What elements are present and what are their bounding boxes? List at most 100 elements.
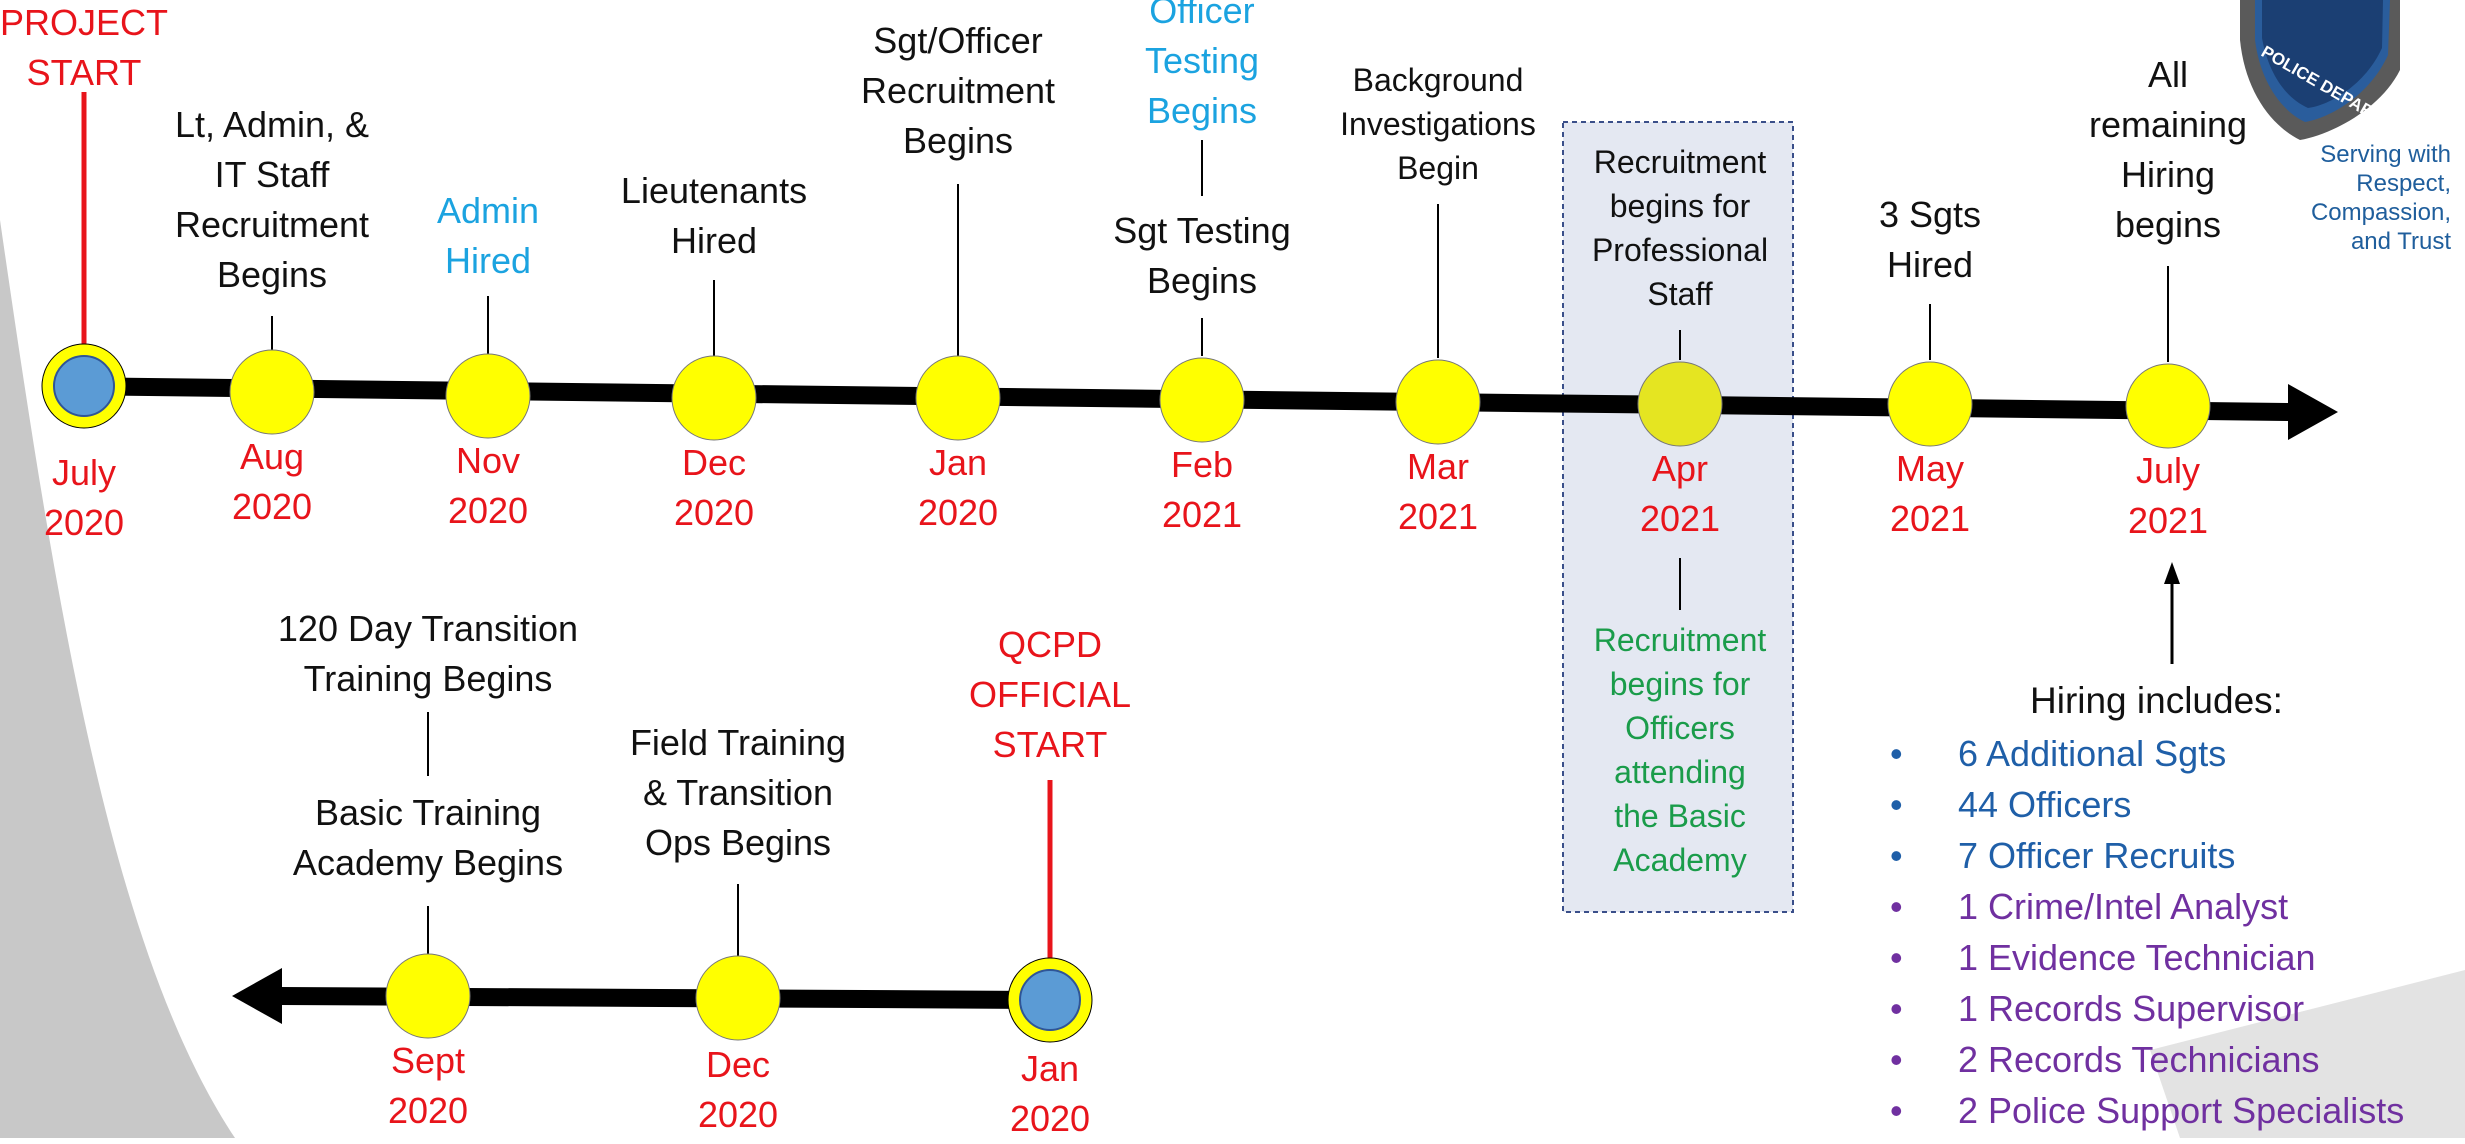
main-timeline-arrowhead <box>2288 384 2338 440</box>
milestone-below-label-line: begins for <box>1609 666 1751 702</box>
hiring-item-text: 1 Crime/Intel Analyst <box>1958 886 2289 927</box>
bullet-icon: • <box>1890 886 1903 927</box>
lower-timeline-arrowhead <box>232 968 282 1024</box>
hiring-list-item: • 44 Officers <box>1890 779 2404 830</box>
hiring-list-item: •2 Police Support Specialists <box>1890 1085 2404 1136</box>
milestone-date-line: 2020 <box>1009 1098 1091 1139</box>
milestone-below-label-line: Academy <box>1613 842 1747 878</box>
milestone-date-line: July <box>51 452 117 493</box>
gray-swoosh-shape <box>0 220 235 1138</box>
bullet-icon: • <box>1890 937 1903 978</box>
milestone-date-line: July <box>2135 450 2201 491</box>
milestone-date-line: 2020 <box>447 490 529 531</box>
milestone-label-line: 3 Sgts <box>1878 194 1982 235</box>
milestone-label-line: Field Training <box>629 722 847 763</box>
milestone-label-line: Hired <box>444 240 532 281</box>
milestone-date-line: 2021 <box>1161 494 1243 535</box>
hiring-list-item: •2 Records Technicians <box>1890 1034 2404 1085</box>
hiring-title: Hiring includes: <box>2030 680 2283 721</box>
bullet-icon: • <box>1890 835 1903 876</box>
milestone-date-line: Jan <box>928 442 988 483</box>
milestone-label-line: begins for <box>1609 188 1751 224</box>
milestone-label-line: Begins <box>1146 260 1258 301</box>
hiring-item-text: 7 Officer Recruits <box>1958 835 2236 876</box>
milestone-date-line: 2020 <box>43 502 125 543</box>
milestone-date-line: 2020 <box>697 1094 779 1135</box>
motto-line: and Trust <box>2350 228 2451 255</box>
milestone-date-line: Dec <box>705 1044 771 1085</box>
motto-line: Compassion, <box>2310 199 2451 226</box>
milestone-marker <box>2125 363 2211 449</box>
milestone-date-line: Sept <box>390 1040 466 1081</box>
hiring-pointer-arrowhead <box>2164 562 2180 584</box>
milestone-label-line: Hiring <box>2120 154 2216 195</box>
milestone-date-line: Nov <box>455 440 521 481</box>
milestone-date: July 2020 <box>44 448 124 548</box>
hiring-item-text: 2 Police Support Specialists <box>1958 1090 2405 1131</box>
hiring-list-item: •1 Evidence Technician <box>1890 932 2404 983</box>
milestone-marker-inner <box>1019 969 1081 1031</box>
milestone-label-line: Ops Begins <box>644 822 832 863</box>
milestone-date-line: 2021 <box>1397 496 1479 537</box>
milestone-extra-label-line: Testing <box>1144 40 1260 81</box>
hiring-item-text: 44 Officers <box>1958 784 2132 825</box>
milestone-date: Feb 2021 <box>1162 440 1242 540</box>
milestone-date-line: Aug <box>239 436 305 477</box>
milestone-label-line: Admin <box>436 190 540 231</box>
milestone-below-label-line: the Basic <box>1614 798 1746 834</box>
milestone-date: May 2021 <box>1890 444 1970 544</box>
milestone-label-line: Recruitment <box>860 70 1056 111</box>
milestone-extra-label-line: Officer <box>1149 0 1255 31</box>
milestone-date-line: 2020 <box>673 492 755 533</box>
milestone-label-line: Basic Training <box>314 792 542 833</box>
bullet-icon: • <box>1890 784 1903 825</box>
milestone-date-line: 2021 <box>1889 498 1971 539</box>
milestone-label-line: Begin <box>1397 150 1479 186</box>
milestone-date-line: May <box>1895 448 1964 489</box>
milestone-label-line: Staff <box>1647 276 1713 312</box>
milestone-label-line: PROJECT <box>0 2 169 43</box>
milestone-label-line: Sgt Testing <box>1113 210 1291 251</box>
milestone-marker <box>671 355 757 441</box>
hiring-list-item: •1 Records Supervisor <box>1890 983 2404 1034</box>
hiring-item-text: 6 Additional Sgts <box>1958 733 2227 774</box>
milestone-below-label-line: Recruitment <box>1593 622 1767 658</box>
hiring-list-item: • 1 Crime/Intel Analyst <box>1890 881 2404 932</box>
milestone-date-line: 2020 <box>917 492 999 533</box>
hiring-list-item: •6 Additional Sgts <box>1890 728 2404 779</box>
milestone-label-line: All <box>2147 54 2188 95</box>
milestone-label-line: IT Staff <box>214 154 330 195</box>
milestone-marker <box>1637 361 1723 447</box>
milestone-label-line: Professional <box>1591 232 1769 268</box>
milestone-date-line: 2020 <box>387 1090 469 1131</box>
milestone-label-line: START <box>26 52 142 93</box>
milestone-marker <box>695 955 781 1041</box>
motto-line: Serving with <box>2320 141 2451 168</box>
hiring-item-text: 2 Records Technicians <box>1958 1039 2320 1080</box>
milestone-extra-label-line: 120 Day Transition <box>277 608 579 649</box>
milestone-marker <box>1887 361 1973 447</box>
milestone-date-line: Feb <box>1170 444 1234 485</box>
milestone-date: Dec 2020 <box>698 1040 778 1140</box>
milestone-extra-label-line: Begins <box>1146 90 1258 131</box>
hiring-list: •6 Additional Sgts•44 Officers•7 Officer… <box>1890 728 2404 1136</box>
